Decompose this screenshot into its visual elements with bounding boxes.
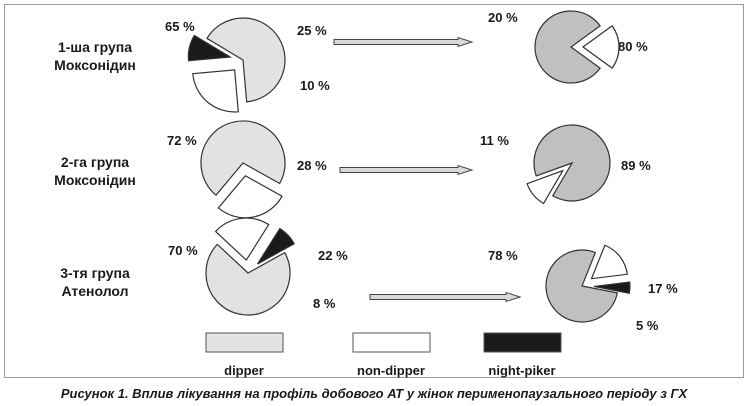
group-3-before-slice-non-dipper: [214, 217, 270, 262]
group-3-before-label-night-piker: 8 %: [313, 296, 336, 311]
group-3-arrow: [369, 291, 522, 303]
group-1-before-label-night-piker: 10 %: [300, 78, 330, 93]
group-3-after-label-non-dipper: 17 %: [648, 281, 678, 296]
group-3-label-line1: 3-тя група: [60, 265, 130, 281]
group-2-label-line2: Моксонідин: [54, 172, 136, 188]
legend-label-dipper: dipper: [224, 363, 264, 378]
group-3-before-label-dipper: 70 %: [168, 243, 198, 258]
group-1-before-slice-night-piker: [187, 34, 233, 62]
group-1-after-label-non-dipper: 20 %: [488, 10, 518, 25]
legend-swatch-non-dipper: [352, 332, 431, 353]
legend-label-night-piker: night-piker: [488, 363, 555, 378]
group-2-before-slice-non-dipper: [217, 175, 283, 219]
group-1-label-line1: 1-ша група: [58, 39, 132, 55]
group-3-label-line2: Атенолол: [61, 283, 128, 299]
figure-caption: Рисунок 1. Вплив лікування на профіль до…: [60, 386, 688, 401]
figure-frame: [4, 4, 744, 378]
group-3-after-slice-non-dipper: [590, 244, 628, 280]
legend-swatch-night-piker: [483, 332, 562, 353]
legend-label-non-dipper: non-dipper: [357, 363, 425, 378]
group-1-before-label-non-dipper: 25 %: [297, 23, 327, 38]
group-2-label-line1: 2-га група: [61, 154, 129, 170]
group-3-after-label-night-piker: 5 %: [636, 318, 659, 333]
group-1-label-line2: Моксонідин: [54, 57, 136, 73]
group-2-after-slice-non-dipper: [526, 169, 565, 205]
group-2-before-label-dipper: 72 %: [167, 133, 197, 148]
group-2-after-slice-dipper: [533, 124, 611, 202]
group-2-before-label-non-dipper: 28 %: [297, 158, 327, 173]
group-3-after-slice-night-piker: [593, 281, 631, 294]
group-3-after-slice-dipper: [545, 249, 619, 323]
group-3-before-slice-dipper: [205, 243, 291, 316]
group-2-after-label-dipper: 89 %: [621, 158, 651, 173]
group-1-arrow: [333, 36, 474, 48]
group-2-after-label-non-dipper: 11 %: [480, 133, 509, 148]
group-1-before-label-dipper: 65 %: [165, 19, 195, 34]
group-2-before-slice-dipper: [200, 120, 286, 197]
group-1-after-slice-non-dipper: [581, 25, 620, 69]
group-1-after-slice-dipper: [534, 10, 601, 84]
group-3-before-slice-night-piker: [256, 227, 295, 265]
group-1-after-label-dipper: 80 %: [618, 39, 648, 54]
legend-swatch-dipper: [205, 332, 284, 353]
group-3-after-label-dipper: 78 %: [488, 248, 518, 263]
group-1-before-slice-non-dipper: [192, 69, 239, 113]
group-1-before-slice-dipper: [206, 17, 286, 103]
group-2-arrow: [339, 164, 474, 176]
group-3-before-label-non-dipper: 22 %: [318, 248, 348, 263]
